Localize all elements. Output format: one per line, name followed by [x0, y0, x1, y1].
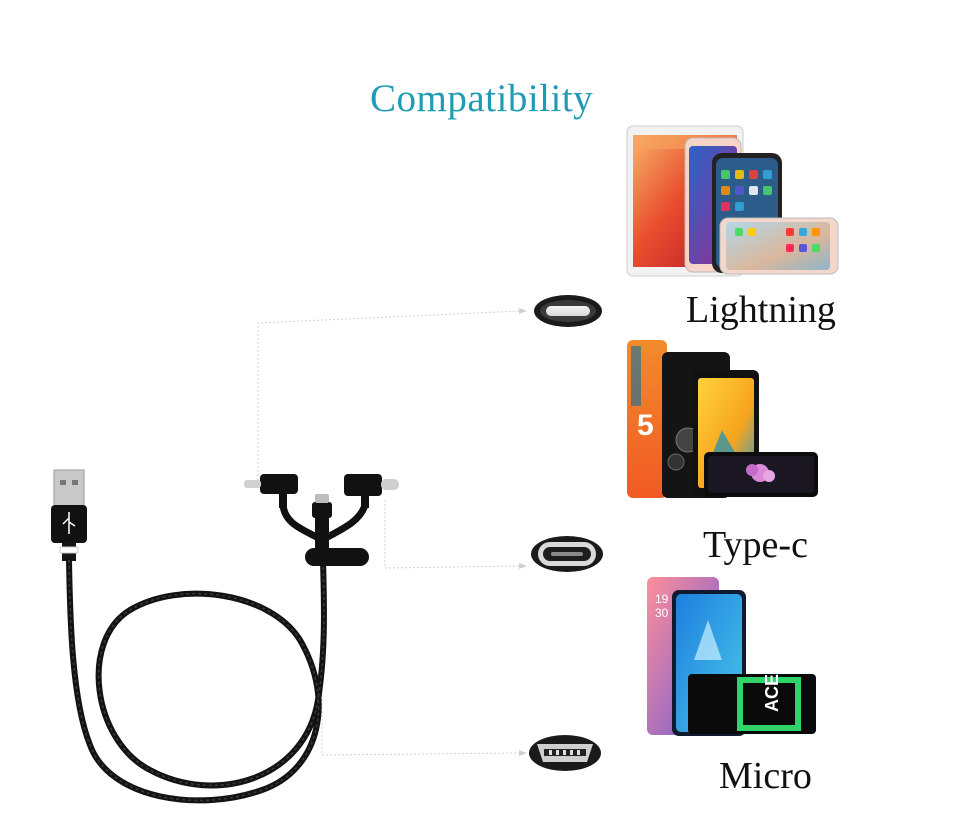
- usb-c-phones-icon: 5: [627, 340, 818, 498]
- lightning-port-icon: [534, 295, 602, 327]
- micro-usb-phones-icon: 19 30 ACE2: [647, 577, 816, 736]
- usb-c-port-icon: [531, 536, 603, 572]
- guide-lines: [257, 310, 521, 756]
- svg-text:30: 30: [655, 606, 669, 620]
- usb-cable-icon: [51, 469, 399, 804]
- micro-usb-port-icon: [529, 735, 601, 771]
- svg-text:19: 19: [655, 592, 669, 606]
- compatibility-heading: Compatibility: [370, 77, 594, 120]
- apple-devices-icon: [626, 125, 839, 277]
- svg-text:ACE2: ACE2: [762, 664, 782, 712]
- lightning-label: Lightning: [686, 289, 836, 331]
- svg-text:5: 5: [637, 409, 654, 442]
- type-c-label: Type-c: [703, 524, 808, 566]
- micro-label: Micro: [719, 755, 812, 797]
